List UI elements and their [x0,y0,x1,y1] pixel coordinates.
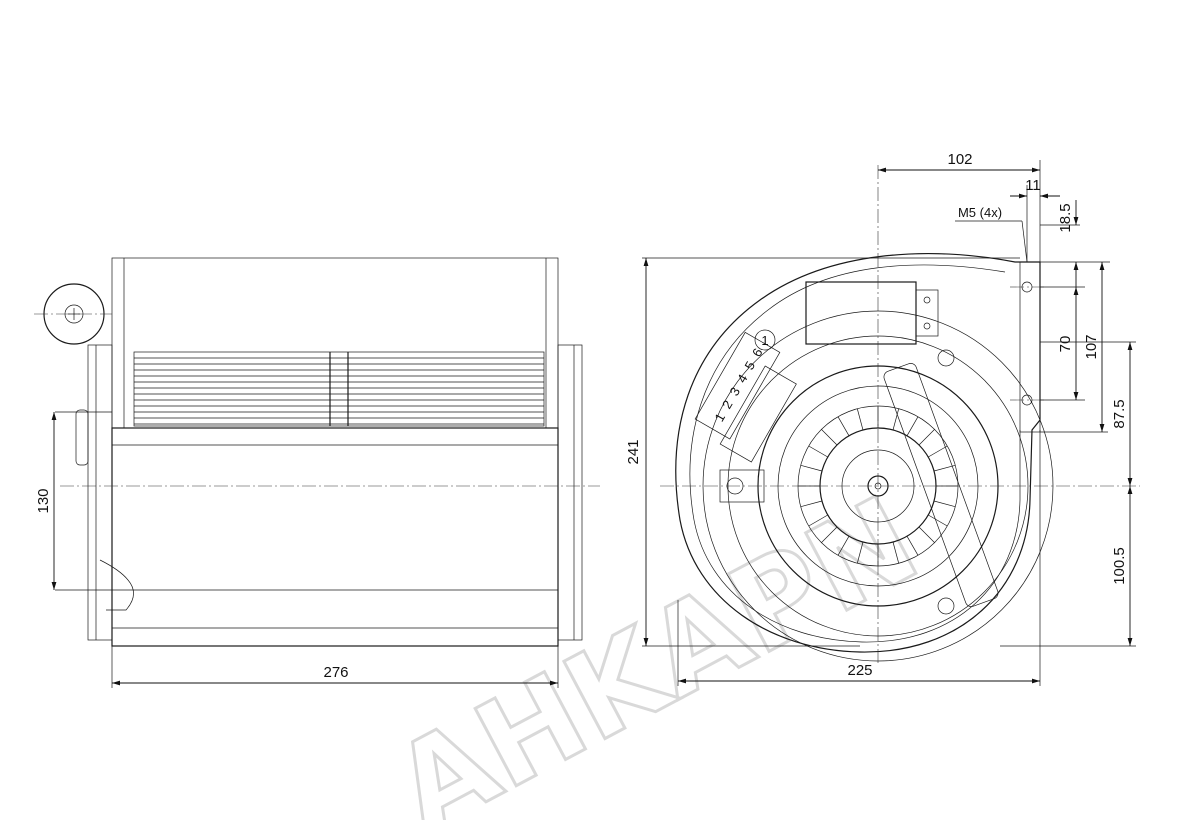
rotor-spoke [808,445,828,458]
rotor-spoke [933,500,956,508]
rotor-spoke [821,526,838,543]
rotor-spoke [918,526,935,543]
rotor-spoke [918,429,935,446]
rotor-spoke [892,541,900,564]
side-top-casing [111,257,559,429]
terminal-strip-2 [719,365,797,463]
cable-clamp [99,559,134,611]
capacitor-box [805,281,917,345]
side-view: 130 276 [34,257,600,688]
outlet-dimension: 87.5 [1111,399,1128,428]
rotor-spoke [933,464,956,472]
rotor-spoke [906,536,919,556]
callout-label: 1 [761,333,768,348]
volute-housing [675,253,1041,653]
rotor-spoke [800,500,823,508]
rotor-spoke [856,408,864,431]
rotor-spoke [928,445,948,458]
rotor-spoke [821,429,838,446]
rotor-spoke [928,514,948,527]
outlet-flange [1019,261,1041,433]
terminal-number: 1 [711,411,728,425]
mount-holes [1010,281,1044,406]
height-dimension: 130 [35,488,52,513]
right-flange [557,344,583,641]
top-offset-dimension: 18.5 [1057,203,1074,232]
front-width-dimension: 225 [847,662,872,679]
rotor-spoke [856,541,864,564]
side-housing [111,427,559,647]
callout-circle [754,329,776,351]
terminal-number: 3 [726,385,743,399]
left-tab [719,469,765,503]
width-dimension: 276 [323,664,348,681]
rotor-spoke [800,464,823,472]
offset-dimension: 11 [1025,177,1041,194]
left-flange [87,344,113,641]
top-dimension: 102 [947,151,972,168]
terminal-number: 2 [719,398,736,412]
hole-span-dimension: 107 [1083,334,1100,359]
rotor-spoke [837,416,850,436]
hole-spacing-dimension: 70 [1057,336,1074,353]
center-dimension: 100.5 [1111,547,1128,585]
rotor-spoke [837,536,850,556]
rotor-spoke [906,416,919,436]
thread-label: M5 (4x) [958,205,1002,220]
impeller-fins [133,351,545,427]
rotor-spoke [808,514,828,527]
front-height-dimension: 241 [625,439,642,464]
rotor-spoke [892,408,900,431]
capacitor [75,409,89,466]
motor-bracket [883,363,999,607]
